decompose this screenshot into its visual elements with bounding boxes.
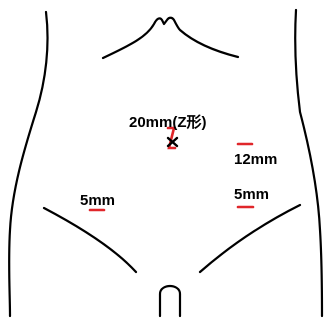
pubic-outline — [160, 286, 180, 316]
umbilical-incision — [168, 128, 177, 148]
right-upper-incision-label: 12mm — [234, 151, 277, 168]
right-lower-incision-label: 5mm — [234, 186, 269, 203]
body-left-flank-outline — [9, 12, 47, 316]
left-groin-line — [44, 208, 136, 272]
umbilical-incision-label: 20mm(Z形) — [129, 113, 207, 131]
body-right-flank-outline — [295, 10, 322, 316]
chest-neckline-outline — [103, 18, 238, 58]
left-lower-incision-label: 5mm — [80, 192, 115, 209]
right-groin-line — [200, 205, 300, 272]
